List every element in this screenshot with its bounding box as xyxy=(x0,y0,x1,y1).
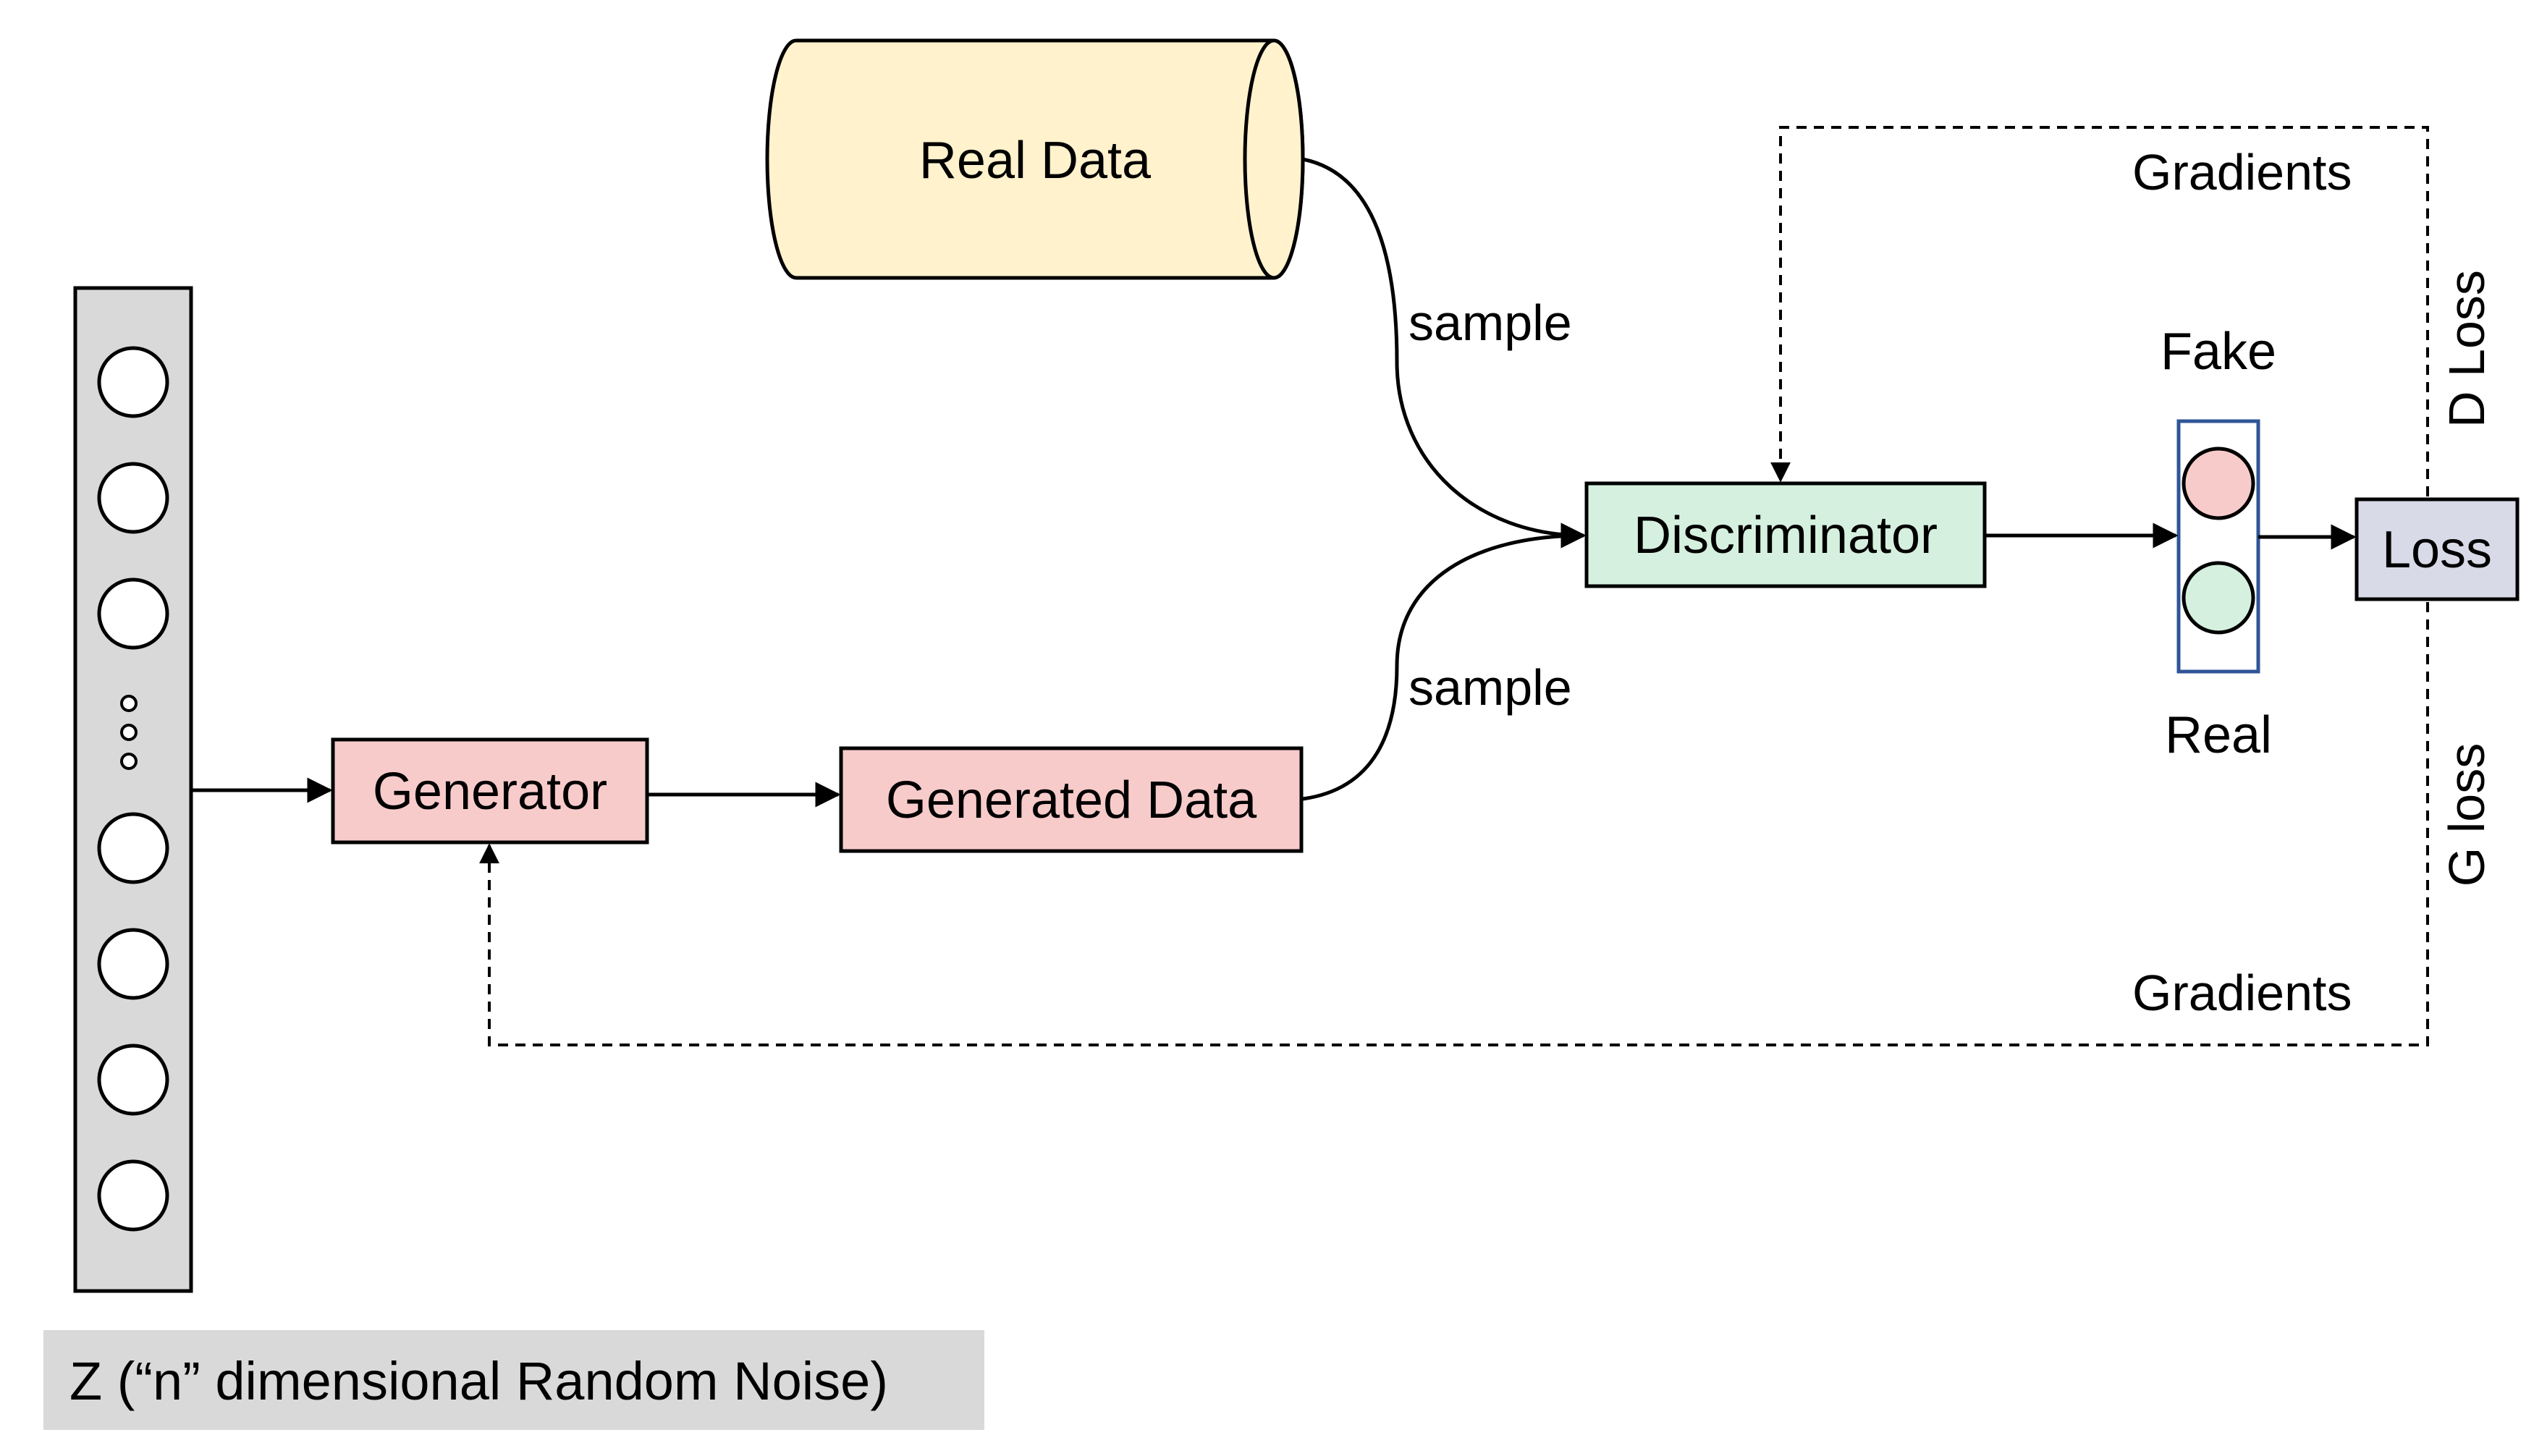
generated-data-box xyxy=(839,746,1304,853)
ellipsis-dot xyxy=(120,695,138,712)
d-loss-label: D Loss xyxy=(2438,270,2495,428)
caption-box xyxy=(43,1330,984,1430)
noise-caption: Z (“n” dimensional Random Noise) xyxy=(69,1351,888,1411)
generator-box xyxy=(331,737,649,845)
loss-box xyxy=(2354,497,2520,601)
loss-label: Loss xyxy=(2382,521,2492,579)
real-data-label: Real Data xyxy=(919,132,1152,190)
fake-indicator xyxy=(2182,446,2255,520)
real-data-node: Real Data xyxy=(765,38,1305,280)
generator-gradient-path xyxy=(479,602,2429,1046)
generated-data-label: Generated Data xyxy=(886,771,1257,829)
generated-sample-label: sample xyxy=(1409,659,1572,716)
noise-node xyxy=(97,1159,169,1232)
real-indicator xyxy=(2182,561,2255,635)
noise-node xyxy=(97,1044,169,1116)
generated-sample-curve xyxy=(1302,522,1587,801)
real-sample-label: sample xyxy=(1409,295,1572,351)
generator-label: Generator xyxy=(373,763,607,821)
real-sample-curve xyxy=(1302,157,1587,549)
ellipsis-dot xyxy=(120,753,138,770)
discriminator-box xyxy=(1584,481,1987,588)
gradients-top-label: Gradients xyxy=(2132,144,2352,200)
real-label: Real xyxy=(2165,706,2272,764)
noise-node xyxy=(97,928,169,1000)
ellipsis-dot xyxy=(120,724,138,741)
discriminator-label: Discriminator xyxy=(1634,507,1938,564)
real-data-cylinder-cap xyxy=(1243,38,1305,280)
noise-node xyxy=(97,462,169,534)
noise-column xyxy=(73,286,193,1293)
noise-node xyxy=(97,812,169,884)
g-loss-label: G loss xyxy=(2438,743,2495,886)
noise-vector xyxy=(73,286,193,1293)
gradients-bottom-label: Gradients xyxy=(2132,965,2352,1021)
fake-label: Fake xyxy=(2161,323,2276,381)
noise-node xyxy=(97,577,169,650)
noise-node xyxy=(97,346,169,418)
